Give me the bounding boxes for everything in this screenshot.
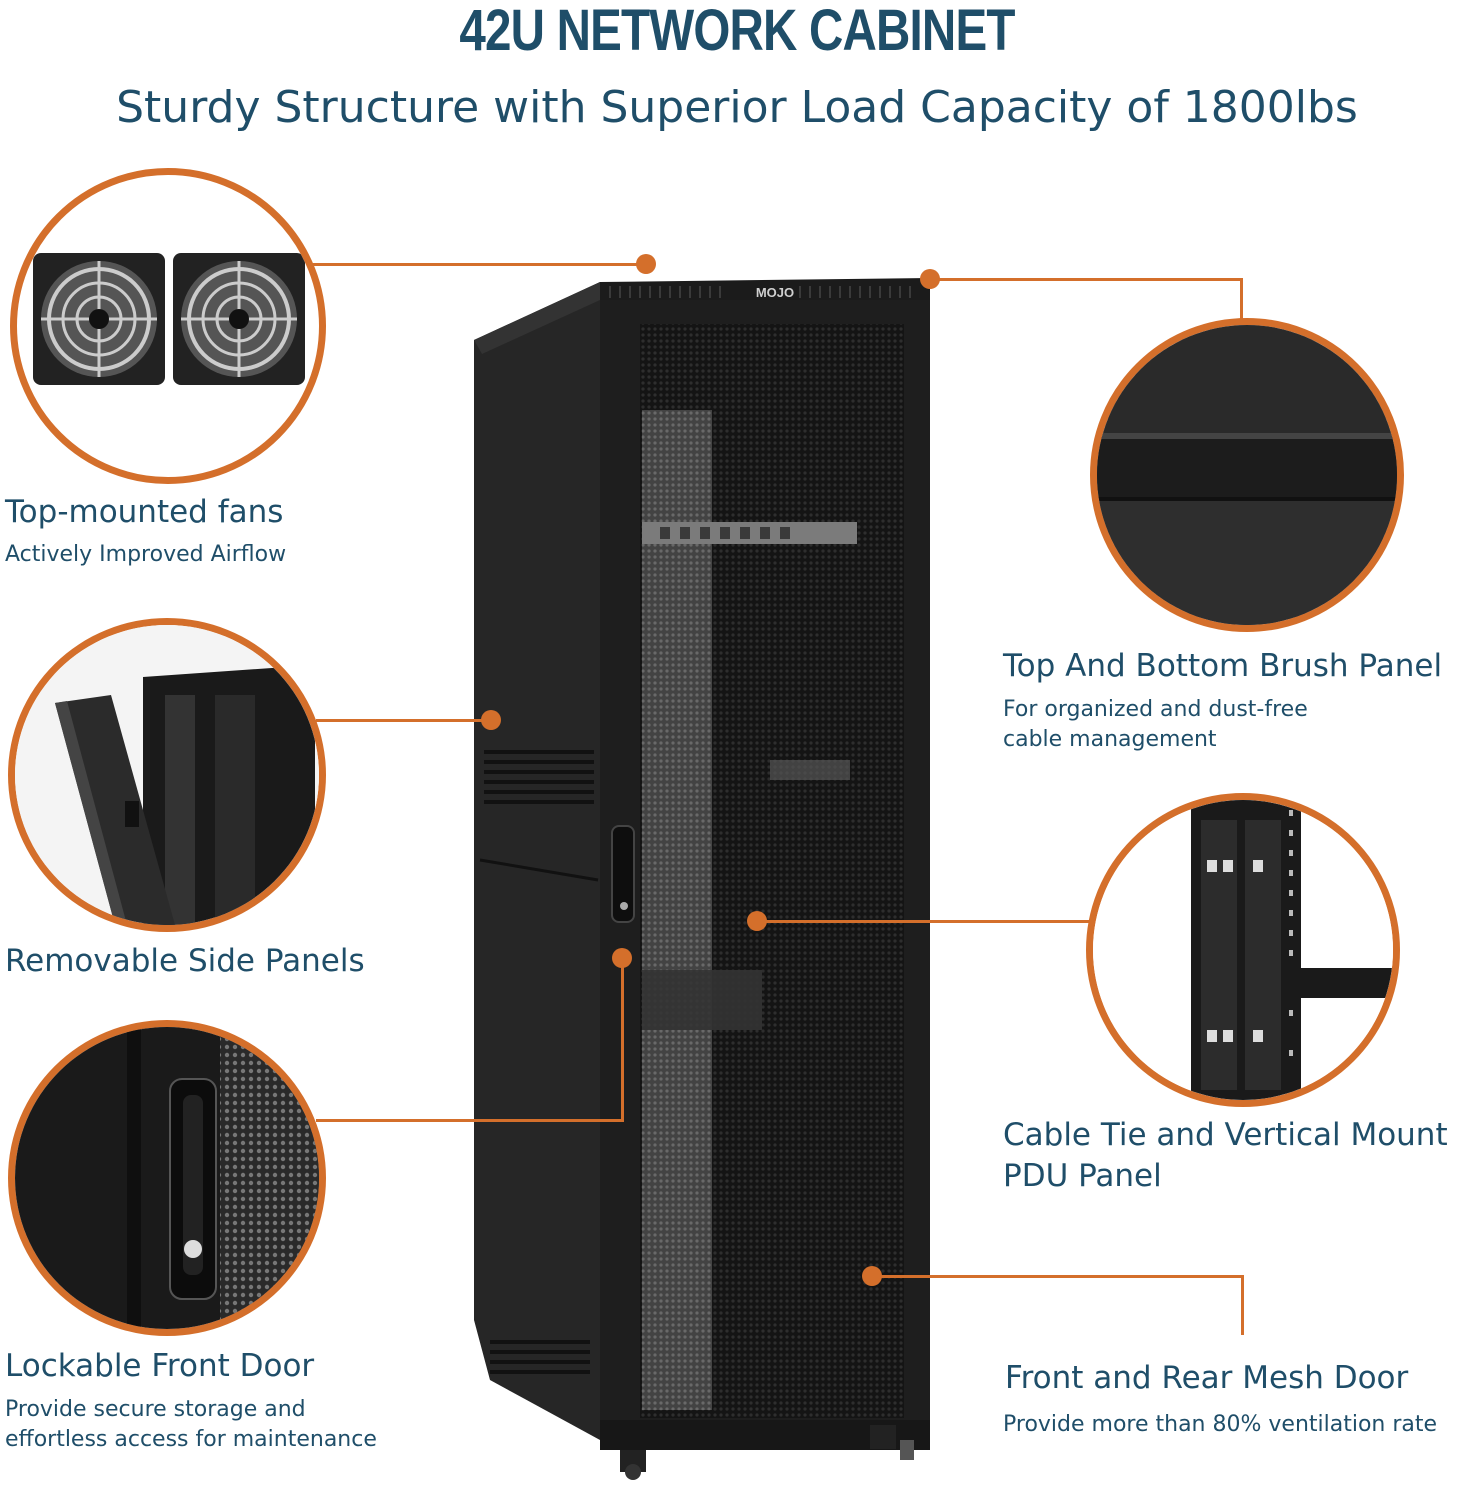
leader-pdu	[757, 920, 1090, 923]
front-door-title: Lockable Front Door	[5, 1348, 315, 1384]
brush-panel-subtitle-2: cable management	[1003, 727, 1217, 752]
leader-fans	[310, 263, 646, 266]
brush-panel-subtitle-1: For organized and dust-free	[1003, 697, 1308, 722]
leader-side	[316, 719, 491, 722]
leader-mesh-v	[1241, 1275, 1244, 1335]
fans-subtitle: Actively Improved Airflow	[5, 542, 287, 567]
pdu-panel-circle	[1086, 793, 1400, 1107]
dot-brush	[920, 269, 940, 289]
side-panel-icon	[15, 625, 319, 925]
page-subtitle: Sturdy Structure with Superior Load Capa…	[116, 82, 1358, 133]
leader-brush-h	[930, 278, 1242, 281]
brush-panel-icon	[1097, 325, 1397, 625]
dot-pdu	[747, 911, 767, 931]
dot-door	[612, 948, 632, 968]
dot-side	[481, 710, 501, 730]
dot-mesh	[862, 1266, 882, 1286]
mesh-door-subtitle: Provide more than 80% ventilation rate	[1003, 1412, 1438, 1437]
brush-panel-title: Top And Bottom Brush Panel	[1003, 648, 1443, 684]
pdu-panel-title-1: Cable Tie and Vertical Mount	[1003, 1117, 1448, 1153]
dot-fans	[636, 254, 656, 274]
brush-panel-circle	[1090, 318, 1404, 632]
pdu-rail-icon	[1093, 800, 1393, 1100]
leader-mesh-h	[872, 1275, 1244, 1278]
leader-door-h	[316, 1119, 624, 1122]
leader-door-v	[621, 958, 624, 1121]
side-panel-circle	[8, 618, 326, 932]
fan-icon	[33, 253, 305, 385]
mesh-door-title: Front and Rear Mesh Door	[1005, 1360, 1409, 1396]
fans-title: Top-mounted fans	[5, 494, 284, 530]
side-panels-title: Removable Side Panels	[5, 943, 365, 979]
fans-circle	[10, 168, 326, 484]
page-title: 42U NETWORK CABINET	[459, 0, 1015, 63]
front-door-subtitle-2: effortless access for maintenance	[5, 1427, 377, 1452]
pdu-panel-title-2: PDU Panel	[1003, 1158, 1162, 1194]
leader-brush-v	[1240, 278, 1243, 320]
front-door-circle	[8, 1020, 326, 1336]
brand-logo: MOJO	[756, 285, 794, 300]
front-door-subtitle-1: Provide secure storage and	[5, 1397, 306, 1422]
cabinet-image: MOJO	[460, 260, 940, 1490]
lock-handle-icon	[15, 1027, 319, 1329]
